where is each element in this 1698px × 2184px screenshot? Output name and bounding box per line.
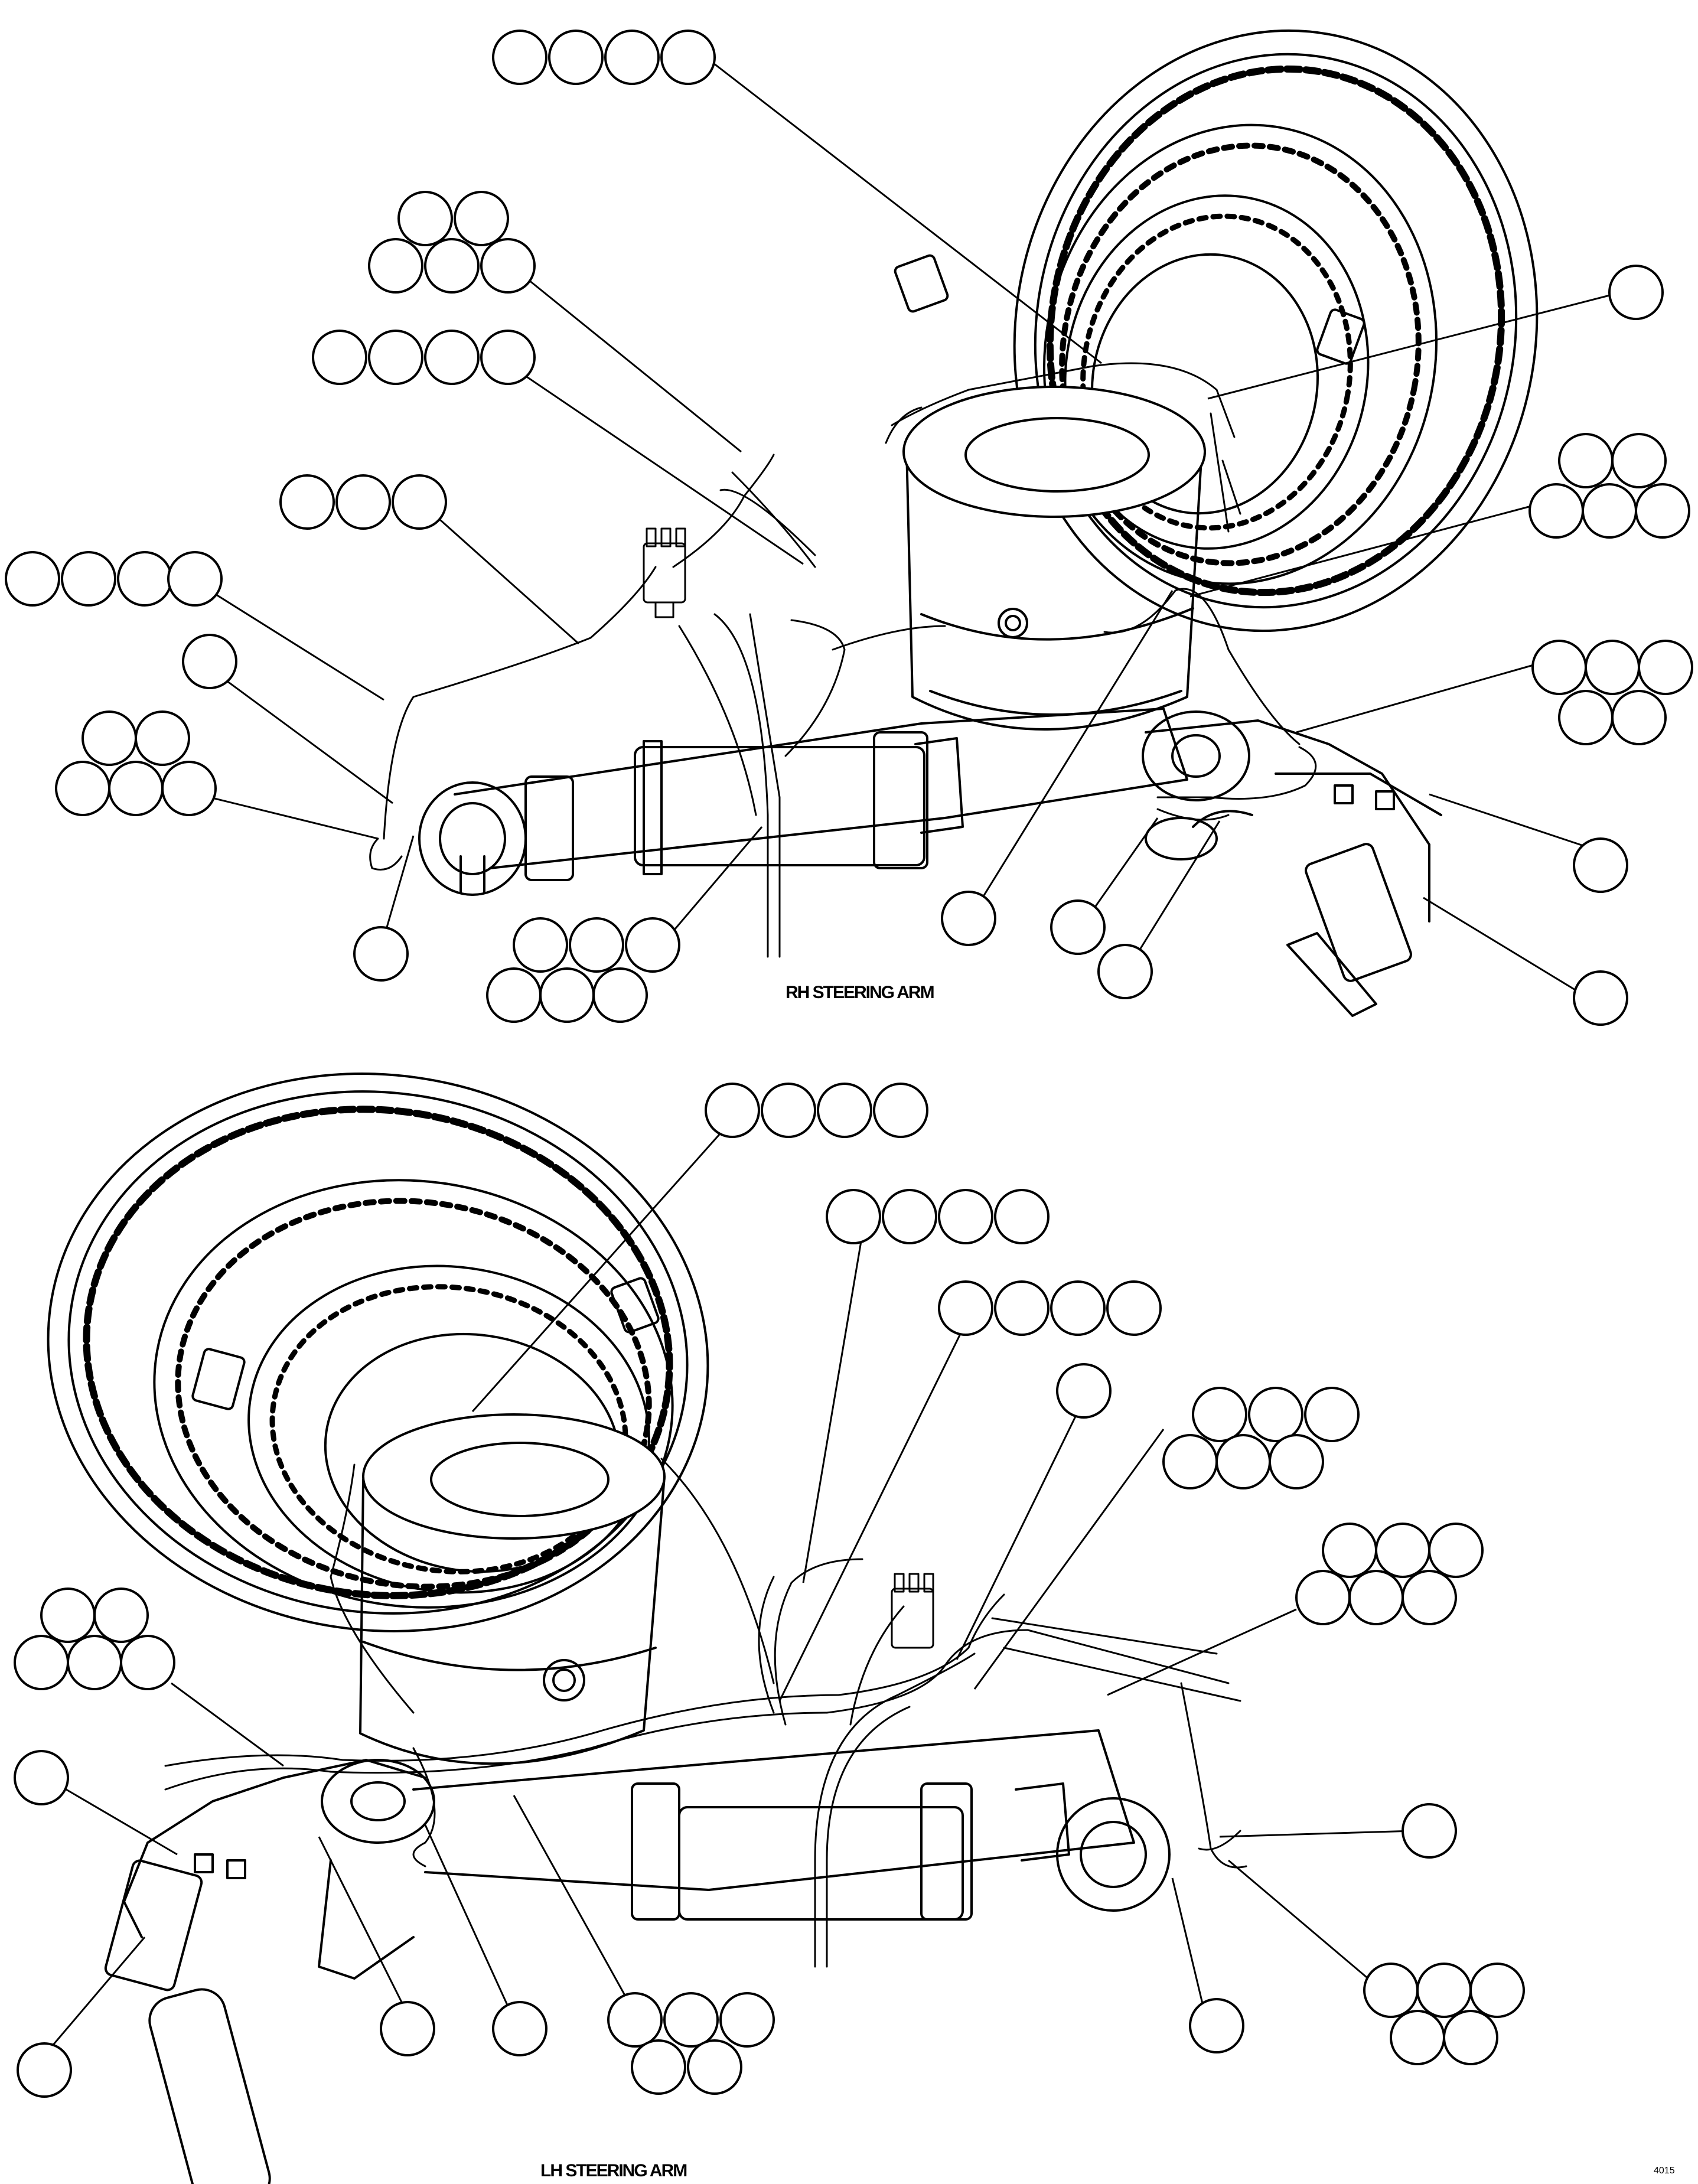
rh-callout-leaders <box>209 56 1622 999</box>
rh-steering-arm-beam <box>418 708 1188 896</box>
lh-view-caption: LH STEERING ARM <box>540 2161 686 2180</box>
lh-hydraulic-lines <box>164 1458 1247 1968</box>
lh-callout-balloons <box>14 1083 1525 2098</box>
rh-pivot-assembly <box>1142 710 1442 1017</box>
lh-grease-fitting-block <box>891 1573 934 1649</box>
figure-number: 4015 <box>1654 2166 1675 2176</box>
lh-callout-leaders <box>43 1113 1415 2056</box>
lh-steering-arm-view <box>47 1073 1247 2184</box>
rh-hydraulic-lines <box>369 362 1317 958</box>
lh-brake-disc-assembly <box>47 1073 709 1632</box>
rh-callout-balloons <box>5 30 1693 1026</box>
lh-pivot-assembly <box>104 1759 435 2184</box>
rh-view-caption: RH STEERING ARM <box>786 983 934 1002</box>
rh-brake-disc-assembly <box>894 29 1539 633</box>
lh-actuator-barrel <box>359 1413 666 1765</box>
lh-steering-arm-beam <box>412 1729 1171 1921</box>
rh-steering-arm-view <box>369 29 1539 1017</box>
rh-grease-fitting-block <box>643 527 686 618</box>
